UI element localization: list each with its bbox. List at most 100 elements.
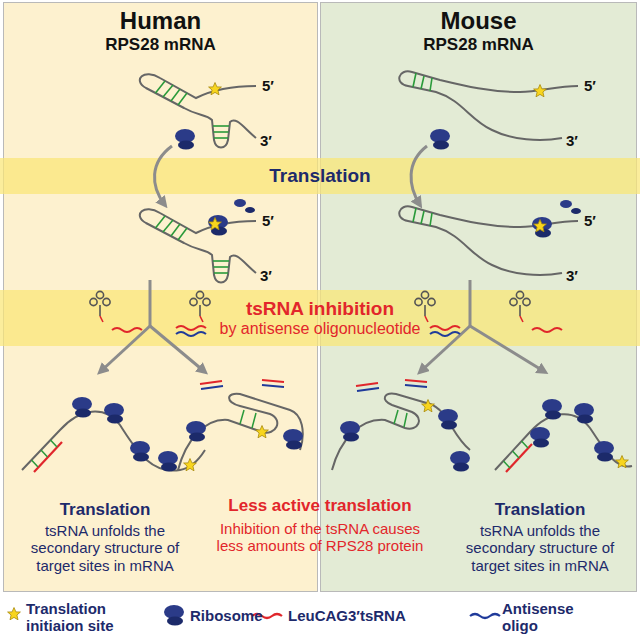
symbol-instance xyxy=(510,291,530,322)
end-label: 5′ xyxy=(262,212,286,229)
symbol-instance xyxy=(130,441,150,462)
base-pair-line xyxy=(34,442,62,472)
base-pair-line xyxy=(513,451,520,458)
symbol-instance xyxy=(72,397,92,418)
legend-text: Translation initiaion site xyxy=(26,600,146,635)
end-label: 3′ xyxy=(260,267,284,284)
illustration-path xyxy=(150,326,205,372)
illustration-path xyxy=(405,385,427,387)
outcome-note: Inhibition of the tsRNA causes less amou… xyxy=(205,520,435,555)
symbol-instance xyxy=(283,429,303,450)
symbol-instance xyxy=(208,215,228,236)
subheading-text: RPS28 mRNA xyxy=(321,35,636,55)
step-band: Translation xyxy=(0,158,640,194)
symbol-instance xyxy=(190,291,210,322)
end-label: 3′ xyxy=(566,267,590,284)
illustration-path xyxy=(430,326,460,330)
symbol-instance xyxy=(438,409,458,430)
legend-text: LeuCAG3′tsRNA xyxy=(288,607,438,624)
symbol-instance xyxy=(140,74,256,147)
illustration-path xyxy=(430,332,460,336)
illustration-path xyxy=(357,388,379,391)
ribosome-subunit xyxy=(571,208,581,214)
illustration-path xyxy=(411,146,427,205)
outcome-title: Less active translation xyxy=(205,496,435,516)
symbol-instance xyxy=(164,605,184,626)
symbol-instance xyxy=(104,403,124,424)
illustration-path xyxy=(201,386,223,389)
base-pair-line xyxy=(32,460,39,467)
illustration-path xyxy=(176,332,206,336)
legend-text: Antisense oligo xyxy=(502,600,592,635)
illustration-path xyxy=(149,280,152,326)
heading-text: Translation xyxy=(269,165,370,187)
symbol-instance xyxy=(430,129,450,150)
subheading-text: by antisense oligonucleotide xyxy=(219,320,420,338)
symbol-instance xyxy=(574,403,594,424)
base-pair-line xyxy=(252,413,256,428)
illustration-path xyxy=(100,326,150,372)
outcome-note: tsRNA unfolds the secondary structure of… xyxy=(10,522,200,574)
illustration-path xyxy=(470,614,500,618)
symbol-instance xyxy=(399,206,578,275)
symbol-instance xyxy=(175,129,195,150)
symbol-instance xyxy=(8,608,21,620)
heading-text: Mouse xyxy=(321,7,636,35)
symbol-instance xyxy=(399,71,578,140)
symbol-instance xyxy=(209,218,222,230)
symbol-instance xyxy=(184,459,197,471)
symbol-instance xyxy=(422,400,435,412)
illustration-g xyxy=(32,440,58,467)
symbol-instance xyxy=(532,217,552,238)
illustration-path xyxy=(262,385,284,387)
heading-text: tsRNA inhibition xyxy=(246,298,394,320)
illustration-path xyxy=(356,383,378,386)
illustration-path xyxy=(469,280,472,326)
symbol-instance xyxy=(90,291,110,322)
outcome-title: Translation xyxy=(445,500,635,520)
legend-text: Ribosome xyxy=(190,607,280,624)
base-pair-line xyxy=(404,413,407,427)
symbol-instance xyxy=(209,83,222,95)
illustration-path xyxy=(470,326,545,372)
illustration-g xyxy=(504,441,529,468)
end-label: 3′ xyxy=(260,132,284,149)
illustration-path xyxy=(178,394,303,470)
base-pair-line xyxy=(394,410,398,424)
ribosome-subunit xyxy=(560,200,572,208)
base-pair-line xyxy=(522,441,529,448)
end-label: 3′ xyxy=(566,132,590,149)
illustration-path xyxy=(420,326,470,372)
ribosome-subunit xyxy=(245,207,255,213)
illustration-path xyxy=(155,146,172,205)
illustration-path xyxy=(332,394,470,470)
illustration-path xyxy=(405,380,427,382)
heading-text: Human xyxy=(4,7,317,35)
symbol-instance xyxy=(140,209,256,282)
illustration-g xyxy=(394,410,407,427)
illustration-path xyxy=(176,326,206,330)
end-label: 5′ xyxy=(584,77,608,94)
base-pair-line xyxy=(504,461,511,468)
symbol-instance xyxy=(534,220,547,232)
symbol-instance xyxy=(450,451,470,472)
illustration-path xyxy=(532,328,562,332)
symbol-instance xyxy=(256,426,269,438)
symbol-instance xyxy=(530,427,550,448)
symbol-instance xyxy=(616,456,629,468)
symbol-instance xyxy=(594,441,614,462)
illustration-path xyxy=(262,380,284,382)
illustration-path xyxy=(112,328,142,332)
outcome-note: tsRNA unfolds the secondary structure of… xyxy=(445,522,635,574)
symbol-instance xyxy=(186,421,206,442)
base-pair-line xyxy=(240,410,244,424)
end-label: 5′ xyxy=(584,212,608,229)
symbol-instance xyxy=(415,291,435,322)
symbol-instance xyxy=(542,399,562,420)
base-pair-line xyxy=(51,440,58,447)
end-label: 5′ xyxy=(262,77,286,94)
outcome-title: Translation xyxy=(10,500,200,520)
ribosome-subunit xyxy=(234,199,246,207)
illustration-path xyxy=(200,381,222,384)
